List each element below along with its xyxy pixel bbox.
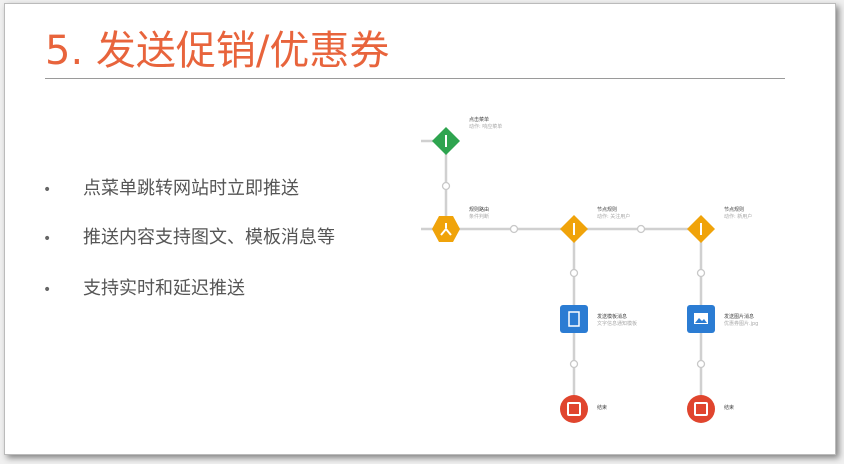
node-label: 节点规则动作: 新用户 [724,207,753,220]
stop-icon[interactable] [560,395,588,423]
connector-dot [509,224,519,234]
bullet-text: 推送内容支持图文、模板消息等 [83,227,335,248]
bullet-item: •点菜单跳转网站时立即推送 [43,178,299,199]
node-label: 规则路由条件判断 [469,207,490,220]
connector-dot [636,224,646,234]
node-label: 发送图片消息优惠券图片.jpg [724,314,759,327]
title-divider [45,78,785,79]
template-icon[interactable] [560,305,588,333]
node-label: 发送模板消息文字信息通知模板 [597,314,638,327]
branch-icon[interactable] [432,216,460,242]
bullet-item: •推送内容支持图文、模板消息等 [43,227,335,248]
bullet-item: •支持实时和延迟推送 [43,278,245,299]
exclamation-icon[interactable] [687,215,715,243]
connector-dot [696,359,706,369]
connector-dot [569,268,579,278]
stop-icon[interactable] [687,395,715,423]
bullet-text: 点菜单跳转网站时立即推送 [83,178,299,199]
slide: 5. 发送促销/优惠券 •点菜单跳转网站时立即推送 •推送内容支持图文、模板消息… [4,3,836,455]
exclamation-icon[interactable] [560,215,588,243]
bullet-text: 支持实时和延迟推送 [83,278,245,299]
slide-title: 5. 发送促销/优惠券 [45,28,390,74]
connector-dot [441,181,451,191]
node-label: 结束 [597,405,608,411]
node-label: 点击菜单动作: 响应菜单 [469,117,503,130]
connector-dot [696,268,706,278]
connector-dot [569,359,579,369]
node-label: 结束 [724,405,735,411]
flow-diagram [421,127,715,423]
image-icon[interactable] [687,305,715,333]
exclamation-icon[interactable] [432,127,460,155]
node-label: 节点规则动作: 关注用户 [597,207,631,220]
